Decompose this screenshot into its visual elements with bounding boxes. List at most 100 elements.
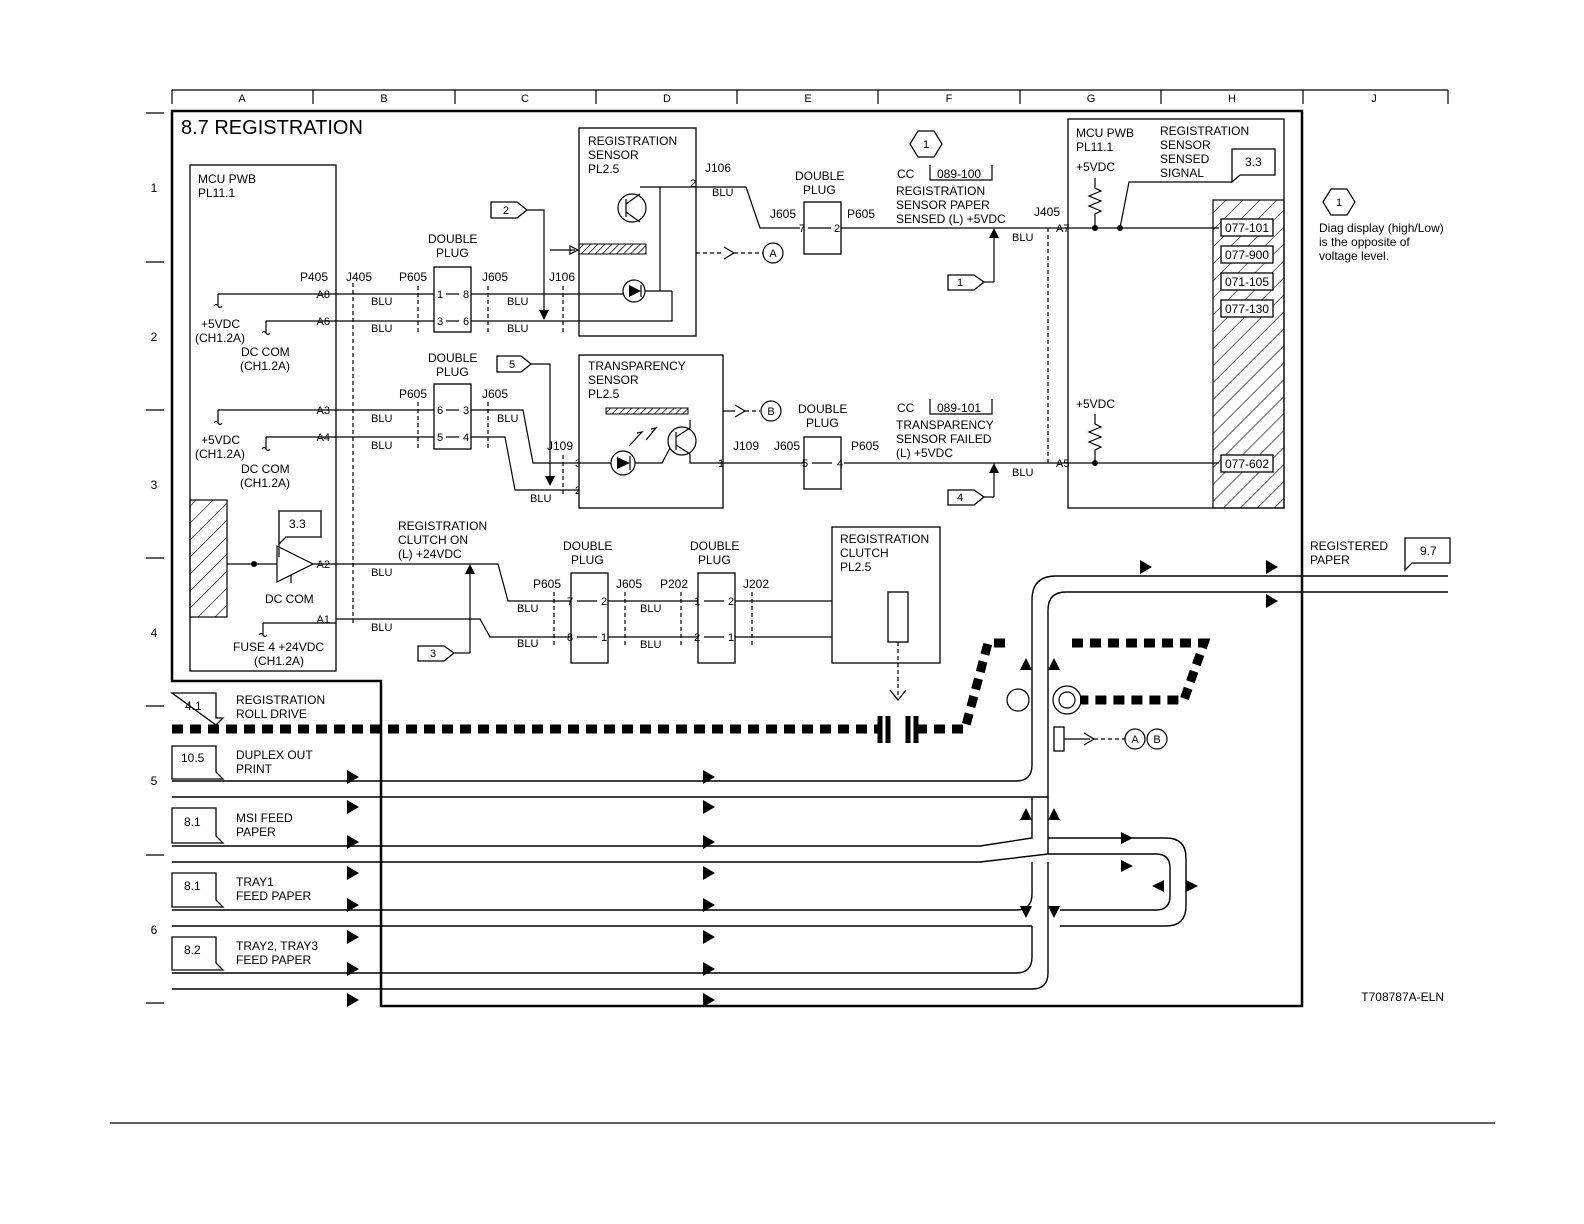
double-plug-label: PLUG xyxy=(436,365,469,379)
grid-col-label: G xyxy=(1087,93,1096,105)
p605-label: P605 xyxy=(533,577,561,591)
input-label: MSI FEED xyxy=(236,811,293,825)
grid-row-label: 2 xyxy=(151,330,158,344)
grid-rows: 1 2 3 4 5 6 xyxy=(146,112,164,1004)
input-ref-box xyxy=(171,745,225,780)
input-ref-box xyxy=(171,936,225,971)
pin: 8 xyxy=(463,289,469,301)
mcu-right-vdc: +5VDC xyxy=(1076,397,1115,411)
grid-row-label: 1 xyxy=(151,181,158,195)
j605-label: J605 xyxy=(482,270,508,284)
double-plug-label: DOUBLE xyxy=(428,232,477,246)
pin: 1 xyxy=(718,458,724,470)
double-plug-label: DOUBLE xyxy=(795,169,844,183)
grid-row-label: 6 xyxy=(151,923,158,937)
pin: 1 xyxy=(694,596,700,608)
double-plug-1 xyxy=(433,266,472,333)
figure-id: T708787A-ELN xyxy=(1361,990,1444,1004)
wire-label: BLU xyxy=(371,567,392,579)
input-label: TRAY1 xyxy=(236,875,274,889)
input-label: TRAY2, TRAY3 xyxy=(236,939,318,953)
pin: 3 xyxy=(575,458,581,470)
cc-text: SENSED (L) +5VDC xyxy=(896,212,1006,226)
j605-label: J605 xyxy=(774,439,800,453)
double-plug-label: PLUG xyxy=(698,553,731,567)
fault-code: 077-101 xyxy=(1225,221,1269,235)
sensed-signal-label: REGISTRATION xyxy=(1160,124,1249,138)
wire-label: BLU xyxy=(371,413,392,425)
registered-paper-label: REGISTERED xyxy=(1310,539,1388,553)
reg-clutch-label: PL2.5 xyxy=(840,560,872,574)
transparency-section: DOUBLE PLUG P605 J605 A3 BLU A4 BLU 6 3 … xyxy=(218,351,1068,509)
ref-label: 3.3 xyxy=(289,517,306,531)
pin-a5: A5 xyxy=(1056,458,1069,470)
input-label: PAPER xyxy=(236,825,276,839)
double-plug-label: DOUBLE xyxy=(690,539,739,553)
grid-columns: A B C D E F G H J xyxy=(171,89,1449,105)
p405-label: P405 xyxy=(300,270,328,284)
grid-row-label: 3 xyxy=(151,478,158,492)
double-plug-label: DOUBLE xyxy=(798,402,847,416)
wire-label: BLU xyxy=(517,603,538,615)
ch-label: (CH1.2A) xyxy=(240,359,290,373)
grid-col-label: H xyxy=(1228,93,1236,105)
double-plug-label: PLUG xyxy=(436,246,469,260)
reg-sensor-label: SENSOR xyxy=(588,148,639,162)
double-plug-label: DOUBLE xyxy=(428,351,477,365)
vdc-label: +5VDC xyxy=(201,433,240,447)
input-label: DUPLEX OUT xyxy=(236,748,313,762)
sensed-signal-label: SIGNAL xyxy=(1160,166,1204,180)
connector-labels-top: P405 J405 P605 J605 J106 DOUBLE PLUG xyxy=(300,232,575,284)
registration-sensor: REGISTRATION SENSOR PL2.5 J106 2 BLU A xyxy=(550,127,800,337)
input-label: FEED PAPER xyxy=(236,953,311,967)
pin-a1: A1 xyxy=(317,614,330,626)
input-ref: 10.5 xyxy=(181,751,205,765)
cc-text: REGISTRATION xyxy=(896,184,985,198)
cc-089-100: 1 CC 089-100 REGISTRATION SENSOR PAPER S… xyxy=(896,130,1060,291)
pin: 2 xyxy=(601,596,607,608)
circle-b: B xyxy=(767,406,774,418)
fault-code: 077-130 xyxy=(1225,302,1269,316)
flag-number: 4 xyxy=(957,492,963,504)
mcu-left-pl: PL11.1 xyxy=(198,186,235,200)
grid-col-label: E xyxy=(804,93,811,105)
j605-label: J605 xyxy=(616,577,642,591)
flag-number: 5 xyxy=(509,359,515,371)
grid-col-label: J xyxy=(1371,93,1377,105)
reg-clutch-label: REGISTRATION xyxy=(840,532,929,546)
pin: 5 xyxy=(802,458,808,470)
pin: 4 xyxy=(463,432,469,444)
circle-b: B xyxy=(1153,734,1160,746)
pin: 5 xyxy=(437,432,443,444)
pin: 3 xyxy=(437,316,443,328)
grid-row-label: 5 xyxy=(151,774,158,788)
j405-label: J405 xyxy=(346,270,372,284)
input-label: PRINT xyxy=(236,762,273,776)
double-plug-label: PLUG xyxy=(803,183,836,197)
p605-label: P605 xyxy=(847,207,875,221)
input-label: ROLL DRIVE xyxy=(236,707,307,721)
wires-reg-sensor: A8 BLU A6 BLU 1 8 3 6 BLU BLU 1 3 xyxy=(218,286,596,335)
j109-label: J109 xyxy=(733,439,759,453)
grid-col-label: B xyxy=(380,93,387,105)
input-ref: 4.1 xyxy=(185,699,202,713)
grid-col-label: C xyxy=(521,93,529,105)
j106-label: J106 xyxy=(705,161,731,175)
circle-a: A xyxy=(769,248,777,260)
wire-label: BLU xyxy=(640,603,661,615)
trans-sensor-label: SENSOR xyxy=(588,373,639,387)
dccom-label: DC COM xyxy=(241,345,290,359)
input-ref: 8.2 xyxy=(184,943,201,957)
ch-label: (CH1.2A) xyxy=(195,331,245,345)
cc-text: SENSOR FAILED xyxy=(896,432,992,446)
pin: 7 xyxy=(567,596,573,608)
ref-label: 9.7 xyxy=(1420,544,1437,558)
ch-label: (CH1.2A) xyxy=(195,447,245,461)
cc-text: TRANSPARENCY xyxy=(896,418,994,432)
grid-col-label: D xyxy=(663,93,671,105)
wire-label: BLU xyxy=(371,296,392,308)
input-ref-box xyxy=(171,807,225,844)
pin-a6: A6 xyxy=(317,316,330,328)
left-power-labels: +5VDC (CH1.2A) DC COM (CH1.2A) +5VDC (CH… xyxy=(195,294,324,668)
